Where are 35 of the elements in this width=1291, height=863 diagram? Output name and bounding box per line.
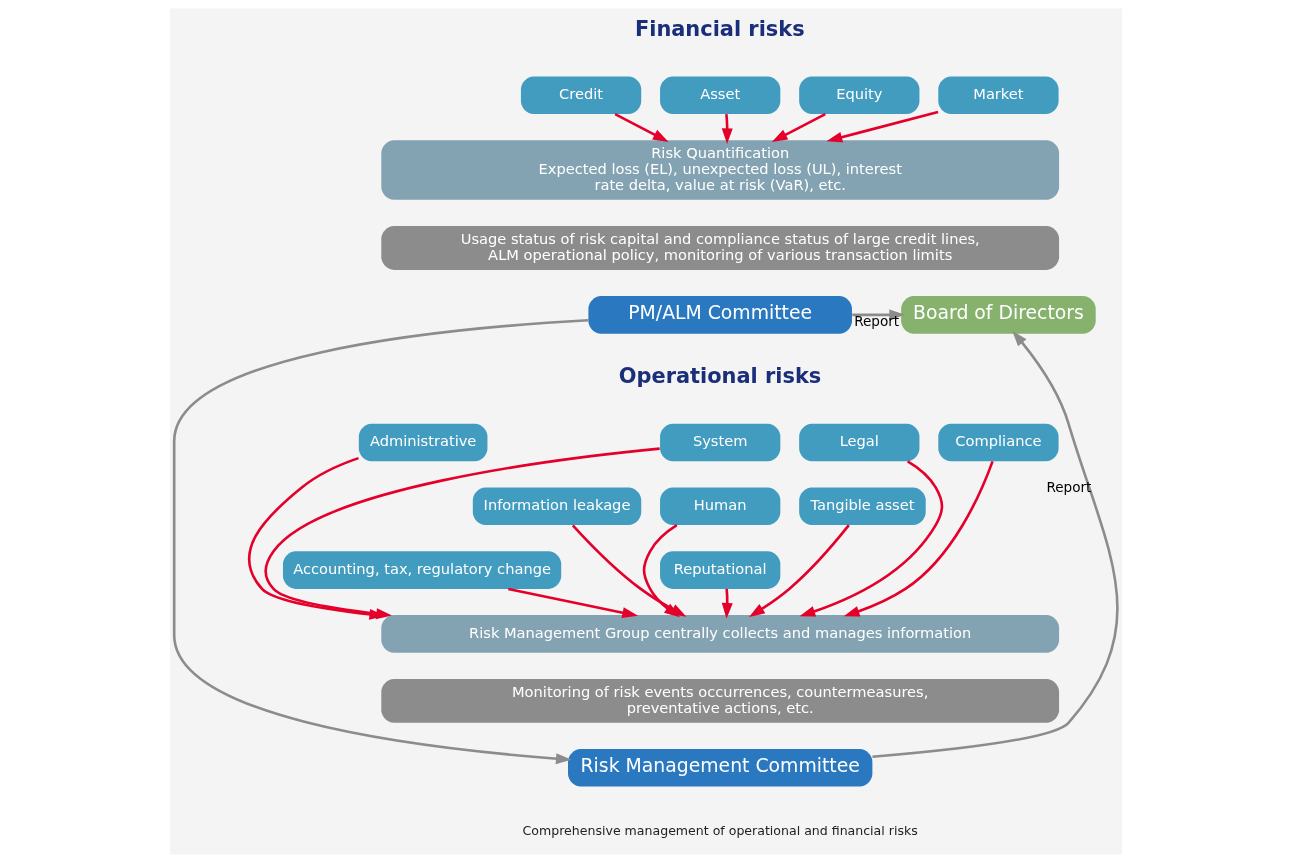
edge-label: Report xyxy=(1045,478,1091,495)
node-box: System xyxy=(659,423,780,462)
node-box: Monitoring of risk events occurrences, countermeasures, preventative actions, etc. xyxy=(380,678,1059,723)
node-box: Risk Management Group centrally collects and manages information xyxy=(380,615,1059,653)
node-box: Compliance xyxy=(937,423,1059,462)
arrow xyxy=(507,587,638,619)
edge-label: Report xyxy=(853,312,899,329)
node-box: Credit xyxy=(520,76,641,115)
arrow xyxy=(172,318,588,765)
node-box: Board of Directors xyxy=(900,296,1096,334)
node-box: Tangible asset xyxy=(798,487,926,526)
node-box: Risk Management Committee xyxy=(567,748,872,787)
label: Comprehensive management of operational and financial risks xyxy=(522,822,918,838)
arrow xyxy=(871,330,1119,759)
arrow xyxy=(748,524,850,617)
node-box: Human xyxy=(659,487,780,526)
node-box: Reputational xyxy=(659,551,780,589)
arrow xyxy=(851,309,905,321)
node-box: Accounting, tax, regulatory change xyxy=(282,551,561,589)
arrow xyxy=(642,524,680,618)
node-box: Risk Quantification Expected loss (EL), unexpected loss (UL), interest rate delta, value at risk (VaR), etc. xyxy=(380,140,1059,200)
arrow xyxy=(826,110,938,143)
label: Operational risks xyxy=(618,363,821,388)
node-box: Legal xyxy=(798,423,919,462)
node-box: Equity xyxy=(798,76,919,115)
label: Financial risks xyxy=(634,16,805,41)
arrow xyxy=(614,112,669,142)
node-box: Usage status of risk capital and compliance status of large credit lines, ALM operational policy, monitoring of various transaction limits xyxy=(380,225,1059,270)
node-box: Administrative xyxy=(358,423,487,462)
arrow xyxy=(771,112,826,142)
arrow xyxy=(843,460,994,617)
node-box: Information leakage xyxy=(472,487,641,526)
node-box: Market xyxy=(937,76,1059,115)
node-box: Asset xyxy=(659,76,780,115)
node-box: PM/ALM Committee xyxy=(587,296,852,334)
